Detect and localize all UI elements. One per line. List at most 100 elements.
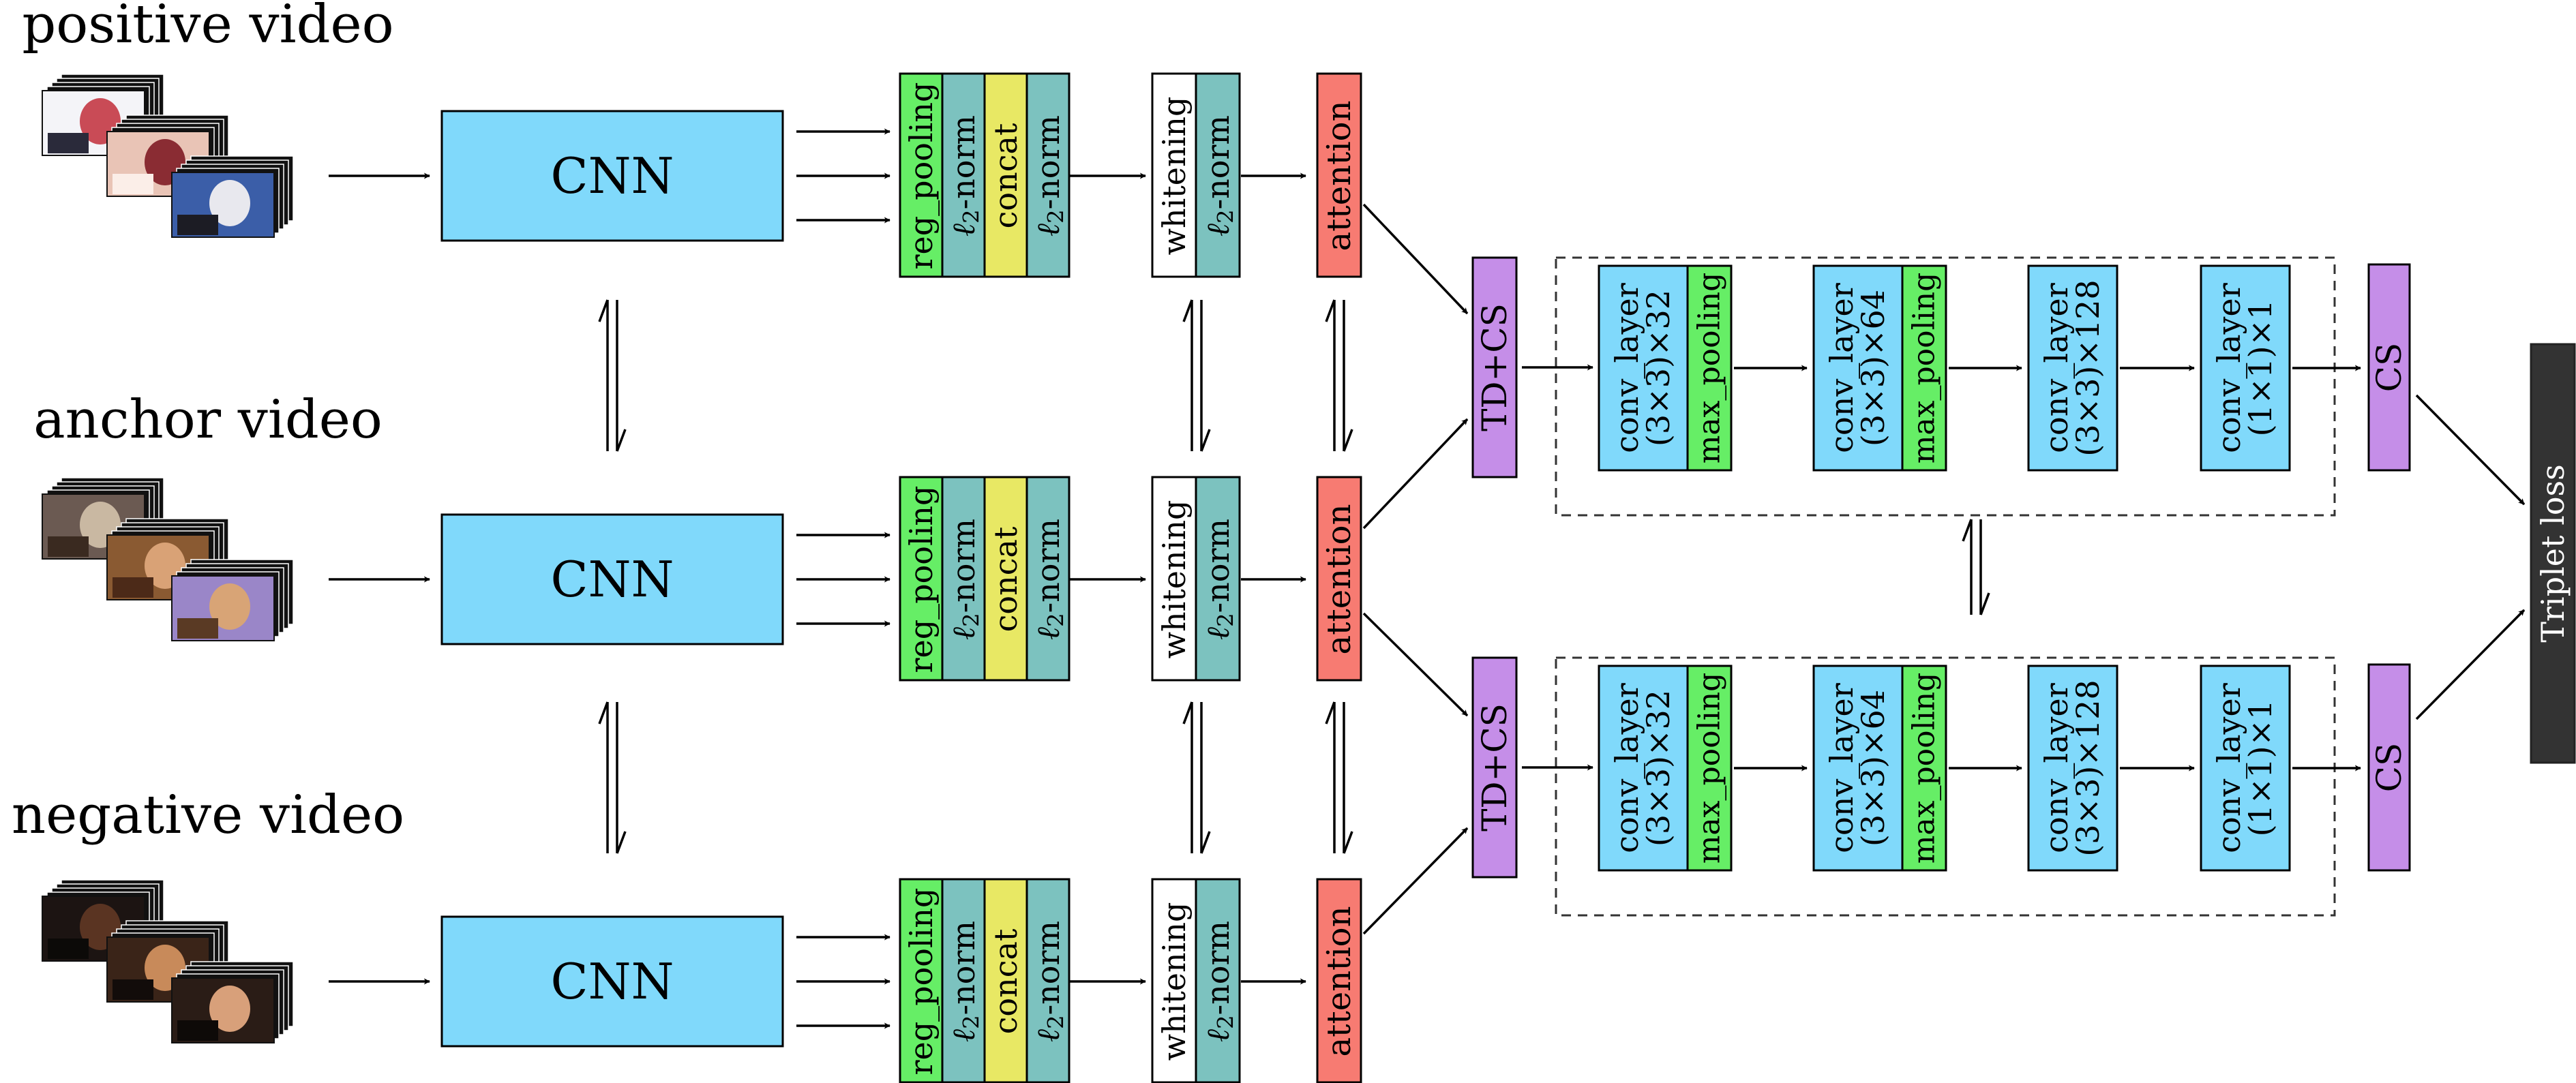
pooling-label-positive-0: reg_pooling <box>903 82 940 270</box>
row-label-positive: positive video <box>22 0 393 55</box>
max-pooling-block-0-0 <box>1686 264 1733 472</box>
whitening-l2norm-block-negative <box>1195 878 1241 1083</box>
pooling-label-negative-0: reg_pooling <box>903 888 940 1076</box>
attention-label-negative: attention <box>1320 906 1358 1057</box>
shared-weights-arrows-subnet <box>1962 519 1990 615</box>
conv-subnet-box-1 <box>1555 656 2336 917</box>
conv-layer-block-1-1 <box>1812 665 1904 872</box>
conv-layer-block-0-0 <box>1598 264 1689 472</box>
cs-label-0: CS <box>2369 343 2409 393</box>
conv-layer-block-0-1 <box>1812 264 1904 472</box>
triplet-loss-block <box>2530 343 2576 764</box>
conv-layer-block-1-2 <box>2027 665 2118 872</box>
pooling-label-positive-2: concat <box>987 123 1024 228</box>
pooling-label-positive-3: ℓ2-norm <box>1030 115 1069 237</box>
shared-weights-arrows-4 <box>1325 299 1353 452</box>
pooling-label-anchor-3: ℓ2-norm <box>1030 519 1069 640</box>
conv-layer-label-0-0: conv_layer(3×3)×32 <box>1608 283 1677 453</box>
conv-layer-label-1-2: conv_layer(3×3)×128 <box>2038 680 2106 856</box>
pooling-stack-positive-2 <box>983 72 1028 278</box>
arrow-attention-pos-to-tdcs <box>1362 203 1469 315</box>
arrow-attention-neg-to-tdcs <box>1362 827 1469 935</box>
conv-layer-label-0-3: conv_layer(1×1)×1 <box>2211 283 2279 453</box>
pooling-stack-anchor-3 <box>1025 476 1070 682</box>
cnn-label-negative: CNN <box>550 953 674 1010</box>
video-frames-positive <box>42 74 294 238</box>
conv-layer-block-0-3 <box>2200 264 2291 472</box>
whitening-label-negative: whitening <box>1156 902 1193 1061</box>
pooling-label-negative-1: ℓ2-norm <box>945 921 985 1042</box>
pooling-stack-anchor-0 <box>899 476 944 682</box>
pooling-stack-anchor-1 <box>941 476 986 682</box>
max-pooling-block-0-1 <box>1901 264 1947 472</box>
whitening-label-anchor: whitening <box>1156 500 1193 659</box>
max-pooling-block-1-0 <box>1686 665 1733 872</box>
cs-block-1 <box>2367 663 2411 872</box>
tdcs-block-0 <box>1471 256 1518 478</box>
pooling-label-negative-3: ℓ2-norm <box>1030 921 1069 1042</box>
attention-block-negative <box>1316 878 1362 1083</box>
arrow-cs-top-to-loss <box>2415 394 2526 506</box>
cnn-block-anchor <box>440 513 784 645</box>
max-pooling-label-0-1: max_pooling <box>1907 273 1942 464</box>
conv-layer-label-1-1: conv_layer(3×3)×64 <box>1823 683 1891 853</box>
conv-layer-label-0-1: conv_layer(3×3)×64 <box>1823 283 1891 453</box>
arrow-attention-anchor-to-tdcs-bottom <box>1362 612 1469 717</box>
whitening-l2norm-label-anchor: ℓ2-norm <box>1199 519 1239 640</box>
pooling-label-negative-2: concat <box>987 928 1024 1034</box>
video-frames-anchor <box>42 477 294 641</box>
conv-subnet-box-0 <box>1555 256 2336 517</box>
cnn-block-negative <box>440 915 784 1048</box>
conv-layer-block-1-3 <box>2200 665 2291 872</box>
pooling-stack-positive-0 <box>899 72 944 278</box>
conv-layer-block-0-2 <box>2027 264 2118 472</box>
whitening-block-positive <box>1151 72 1197 278</box>
whitening-l2norm-label-positive: ℓ2-norm <box>1199 115 1239 237</box>
cs-label-1: CS <box>2369 743 2409 793</box>
tdcs-label-0: TD+CS <box>1475 303 1514 431</box>
whitening-l2norm-block-positive <box>1195 72 1241 278</box>
attention-block-positive <box>1316 72 1362 278</box>
cnn-label-anchor: CNN <box>550 551 674 608</box>
pooling-stack-anchor-2 <box>983 476 1028 682</box>
shared-weights-arrows-3 <box>1182 701 1211 854</box>
max-pooling-label-1-1: max_pooling <box>1907 673 1942 864</box>
conv-layer-label-1-3: conv_layer(1×1)×1 <box>2211 683 2279 853</box>
whitening-label-positive: whitening <box>1156 97 1193 256</box>
max-pooling-label-1-0: max_pooling <box>1692 673 1727 864</box>
attention-block-anchor <box>1316 476 1362 682</box>
pooling-label-anchor-0: reg_pooling <box>903 486 940 673</box>
pooling-stack-negative-0 <box>899 878 944 1083</box>
shared-weights-arrows-0 <box>598 299 627 452</box>
whitening-l2norm-block-anchor <box>1195 476 1241 682</box>
arrow-cs-bottom-to-loss <box>2415 609 2526 720</box>
cnn-block-positive <box>440 110 784 242</box>
pooling-stack-positive-3 <box>1025 72 1070 278</box>
pooling-label-anchor-2: concat <box>987 526 1024 632</box>
tdcs-block-1 <box>1471 656 1518 879</box>
shared-weights-arrows-2 <box>1182 299 1211 452</box>
pooling-stack-negative-2 <box>983 878 1028 1083</box>
attention-label-positive: attention <box>1320 101 1358 251</box>
cs-block-0 <box>2367 263 2411 472</box>
pooling-stack-positive-1 <box>941 72 986 278</box>
max-pooling-block-1-1 <box>1901 665 1947 872</box>
pooling-label-anchor-1: ℓ2-norm <box>945 519 985 640</box>
triplet-loss-label: Triplet loss <box>2534 464 2571 643</box>
pooling-stack-negative-3 <box>1025 878 1070 1083</box>
whitening-l2norm-label-negative: ℓ2-norm <box>1199 921 1239 1042</box>
conv-layer-label-1-0: conv_layer(3×3)×32 <box>1608 683 1677 853</box>
shared-weights-arrows-5 <box>1325 701 1353 854</box>
pooling-label-positive-1: ℓ2-norm <box>945 115 985 237</box>
tdcs-label-1: TD+CS <box>1475 703 1514 832</box>
shared-weights-arrows-1 <box>598 701 627 854</box>
conv-layer-label-0-2: conv_layer(3×3)×128 <box>2038 279 2106 456</box>
conv-layer-block-1-0 <box>1598 665 1689 872</box>
row-label-negative: negative video <box>12 784 404 846</box>
attention-label-anchor: attention <box>1320 504 1358 655</box>
max-pooling-label-0-0: max_pooling <box>1692 273 1727 464</box>
cnn-label-positive: CNN <box>550 147 674 204</box>
video-frames-negative <box>42 879 294 1043</box>
row-label-anchor: anchor video <box>33 389 383 451</box>
